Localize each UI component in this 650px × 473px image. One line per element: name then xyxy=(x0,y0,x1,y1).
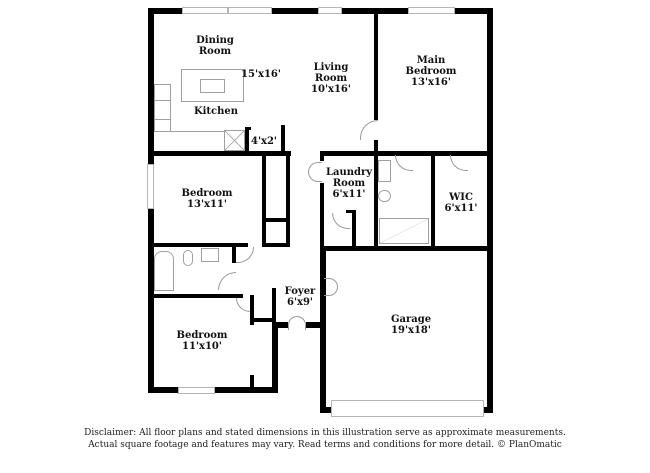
room-dims: 6'x11' xyxy=(332,189,366,200)
wall-laundry-bath xyxy=(374,151,378,248)
outer-wall-foyer-bottom-right xyxy=(306,322,326,328)
main-sink-icon xyxy=(378,160,391,182)
wall-foyer-closet xyxy=(272,288,276,324)
fridge-icon xyxy=(224,130,245,151)
wall-laundry-inner-top xyxy=(346,210,354,213)
room-label-foyer: Foyer 6'x9' xyxy=(285,286,316,308)
room-dims: 19'x18' xyxy=(391,325,431,336)
shower-icon xyxy=(379,218,429,244)
window-bedroom2 xyxy=(178,387,215,394)
room-label-wic: WIC 6'x11' xyxy=(445,192,478,214)
room-label-laundry: Laundry Room 6'x11' xyxy=(326,167,372,200)
kitchen-counter-bottom xyxy=(170,131,226,132)
toilet-icon xyxy=(183,250,193,266)
room-dims: 13'x11' xyxy=(187,199,227,210)
room-dims: 4'x2' xyxy=(250,136,278,147)
door-garage[interactable] xyxy=(324,278,338,296)
room-label-bedroom1: Bedroom 13'x11' xyxy=(182,188,233,210)
room-name: Laundry xyxy=(325,167,373,178)
wall-bedroom2-closet xyxy=(250,295,254,325)
door-main-bedroom[interactable] xyxy=(360,120,378,140)
room-label-garage: Garage 19'x18' xyxy=(391,314,431,336)
wall-garage-top xyxy=(320,246,490,251)
room-name-2: Room xyxy=(198,46,232,57)
wall-main-bedroom-left-lower xyxy=(374,140,378,156)
room-label-closet: 4'x2' xyxy=(251,136,277,147)
room-label-dining: Dining Room xyxy=(196,35,234,57)
room-name: Living xyxy=(313,62,349,73)
wall-closet-top xyxy=(245,127,251,130)
room-name-2: Bedroom xyxy=(405,66,457,77)
floor-plan: Dining Room 15'x16' Kitchen Living Room … xyxy=(147,7,493,417)
wall-bath-wic xyxy=(431,151,435,248)
room-label-kitchen-dims: 15'x16' xyxy=(241,69,281,80)
wall-living-laundry xyxy=(320,151,490,156)
door-bath[interactable] xyxy=(218,272,236,290)
door-laundry[interactable] xyxy=(308,162,322,182)
room-name-2: Room xyxy=(332,178,366,189)
door-front[interactable] xyxy=(288,316,306,330)
wall-bedroom2-closet-lower xyxy=(250,375,254,390)
bathtub-icon xyxy=(154,251,174,291)
room-name: Dining xyxy=(196,35,234,46)
room-dims: 6'x11' xyxy=(444,203,478,214)
outer-wall-foyer-bottom-left xyxy=(272,322,288,328)
room-name-2: Room xyxy=(314,73,348,84)
room-name: Kitchen xyxy=(193,106,239,117)
outer-wall-garage-bottom-left xyxy=(320,407,332,413)
wall-closet-right-side xyxy=(286,151,290,247)
room-name: WIC xyxy=(449,192,473,203)
disclaimer: Disclaimer: All floor plans and stated d… xyxy=(0,427,650,451)
wall-laundry-left-top xyxy=(320,151,324,161)
wall-closet-left xyxy=(245,127,249,155)
wall-closet-mid xyxy=(262,218,289,222)
room-name: Garage xyxy=(390,314,432,325)
room-name: Bedroom xyxy=(181,188,233,199)
room-dims: 10'x16' xyxy=(311,84,351,95)
window-living-room xyxy=(318,7,342,14)
disclaimer-line-2: Actual square footage and features may v… xyxy=(88,440,562,450)
room-dims: 11'x10' xyxy=(182,341,222,352)
kitchen-sink-icon xyxy=(200,79,225,93)
door-wic[interactable] xyxy=(450,155,468,171)
room-name: Foyer xyxy=(284,286,316,297)
wall-bedroom1-bottom-right xyxy=(262,243,290,247)
outer-wall-right xyxy=(487,8,493,413)
wall-closet-right xyxy=(281,125,285,155)
room-dims: 15'x16' xyxy=(241,69,281,80)
door-main-bath[interactable] xyxy=(395,155,413,171)
room-dims: 13'x16' xyxy=(411,77,451,88)
outer-wall-bedroom2-right xyxy=(272,322,278,393)
wall-kitchen-bedroom xyxy=(148,151,291,156)
room-label-kitchen: Kitchen xyxy=(194,106,238,117)
door-bedroom2[interactable] xyxy=(236,298,250,312)
room-label-main-bedroom: Main Bedroom 13'x16' xyxy=(406,55,457,88)
wall-laundry-inner xyxy=(352,210,356,250)
wall-main-bedroom-left xyxy=(374,8,378,120)
room-label-living: Living Room 10'x16' xyxy=(311,62,351,95)
outer-wall-garage-bottom-right xyxy=(484,407,493,413)
window-dining-2 xyxy=(228,7,272,14)
wall-bath-right xyxy=(232,243,236,263)
room-label-bedroom2: Bedroom 11'x10' xyxy=(177,330,228,352)
room-name: Main xyxy=(416,55,446,66)
room-name: Bedroom xyxy=(176,330,228,341)
wall-bedroom1-closet xyxy=(262,151,266,246)
door-laundry-closet[interactable] xyxy=(332,213,350,229)
stove-icon xyxy=(154,100,171,120)
wall-bath-bottom xyxy=(148,294,243,298)
door-bedroom1[interactable] xyxy=(236,247,254,263)
room-dims: 6'x9' xyxy=(286,297,314,308)
garage-door xyxy=(331,400,484,417)
window-main-bedroom xyxy=(408,7,455,14)
main-toilet-icon xyxy=(378,190,391,202)
wall-laundry-left xyxy=(320,183,324,253)
bath-sink-icon xyxy=(201,248,219,262)
outer-wall-garage-left xyxy=(320,250,326,413)
wall-closet2-top xyxy=(250,318,276,322)
disclaimer-line-1: Disclaimer: All floor plans and stated d… xyxy=(84,428,566,438)
window-bedroom1 xyxy=(147,164,154,209)
wall-bedroom1-bottom xyxy=(148,243,248,247)
window-dining xyxy=(182,7,228,14)
